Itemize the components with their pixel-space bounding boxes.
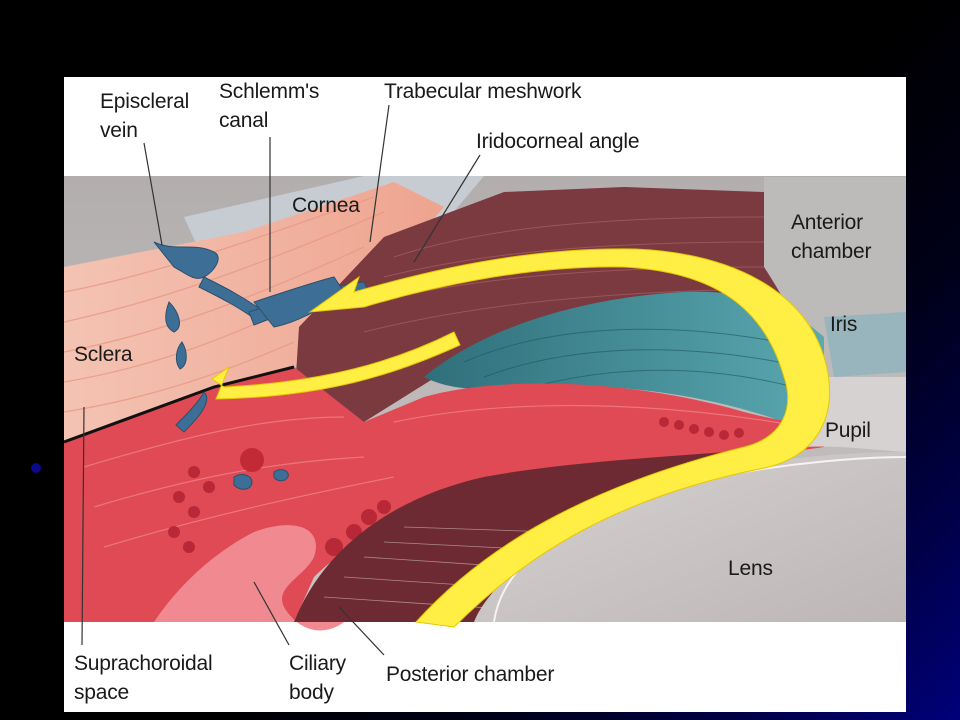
label-schlemms-canal: Schlemm's canal — [219, 80, 320, 132]
pigment-dots — [168, 417, 744, 576]
label-iris: Iris — [830, 313, 858, 336]
main-flow-arrow — [308, 248, 830, 628]
anterior-segment-illustration — [64, 104, 906, 656]
leader-lines — [81, 104, 481, 656]
muscle-fibers — [83, 405, 805, 548]
veins — [153, 241, 370, 490]
iris-region — [424, 291, 824, 422]
label-ciliary-body: Ciliary body — [289, 652, 346, 704]
uveoscleral-flow-arrow — [211, 331, 461, 400]
suprachoroidal-line — [64, 365, 295, 444]
iris-stroma-extension — [824, 312, 906, 377]
label-cornea: Cornea — [292, 194, 360, 217]
lens-region — [484, 452, 906, 622]
eye-anatomy-figure: Episcleral vein Schlemm's canal Trabecul… — [64, 77, 906, 712]
label-suprachoroidal-space: Suprachoroidal space — [74, 652, 213, 704]
ciliary-body — [154, 525, 394, 631]
iris-pattern — [463, 328, 805, 390]
label-episcleral-vein: Episcleral vein — [100, 90, 190, 142]
label-pupil: Pupil — [825, 419, 871, 442]
slide-bullet — [31, 463, 41, 473]
label-lens: Lens — [728, 557, 773, 580]
label-anterior-chamber: Anterior chamber — [791, 211, 872, 263]
label-sclera: Sclera — [74, 343, 133, 366]
label-posterior-chamber: Posterior chamber — [386, 663, 555, 686]
vessel-circle — [240, 448, 264, 472]
label-trabecular-meshwork: Trabecular meshwork — [384, 80, 582, 103]
label-iridocorneal-angle: Iridocorneal angle — [476, 130, 640, 153]
